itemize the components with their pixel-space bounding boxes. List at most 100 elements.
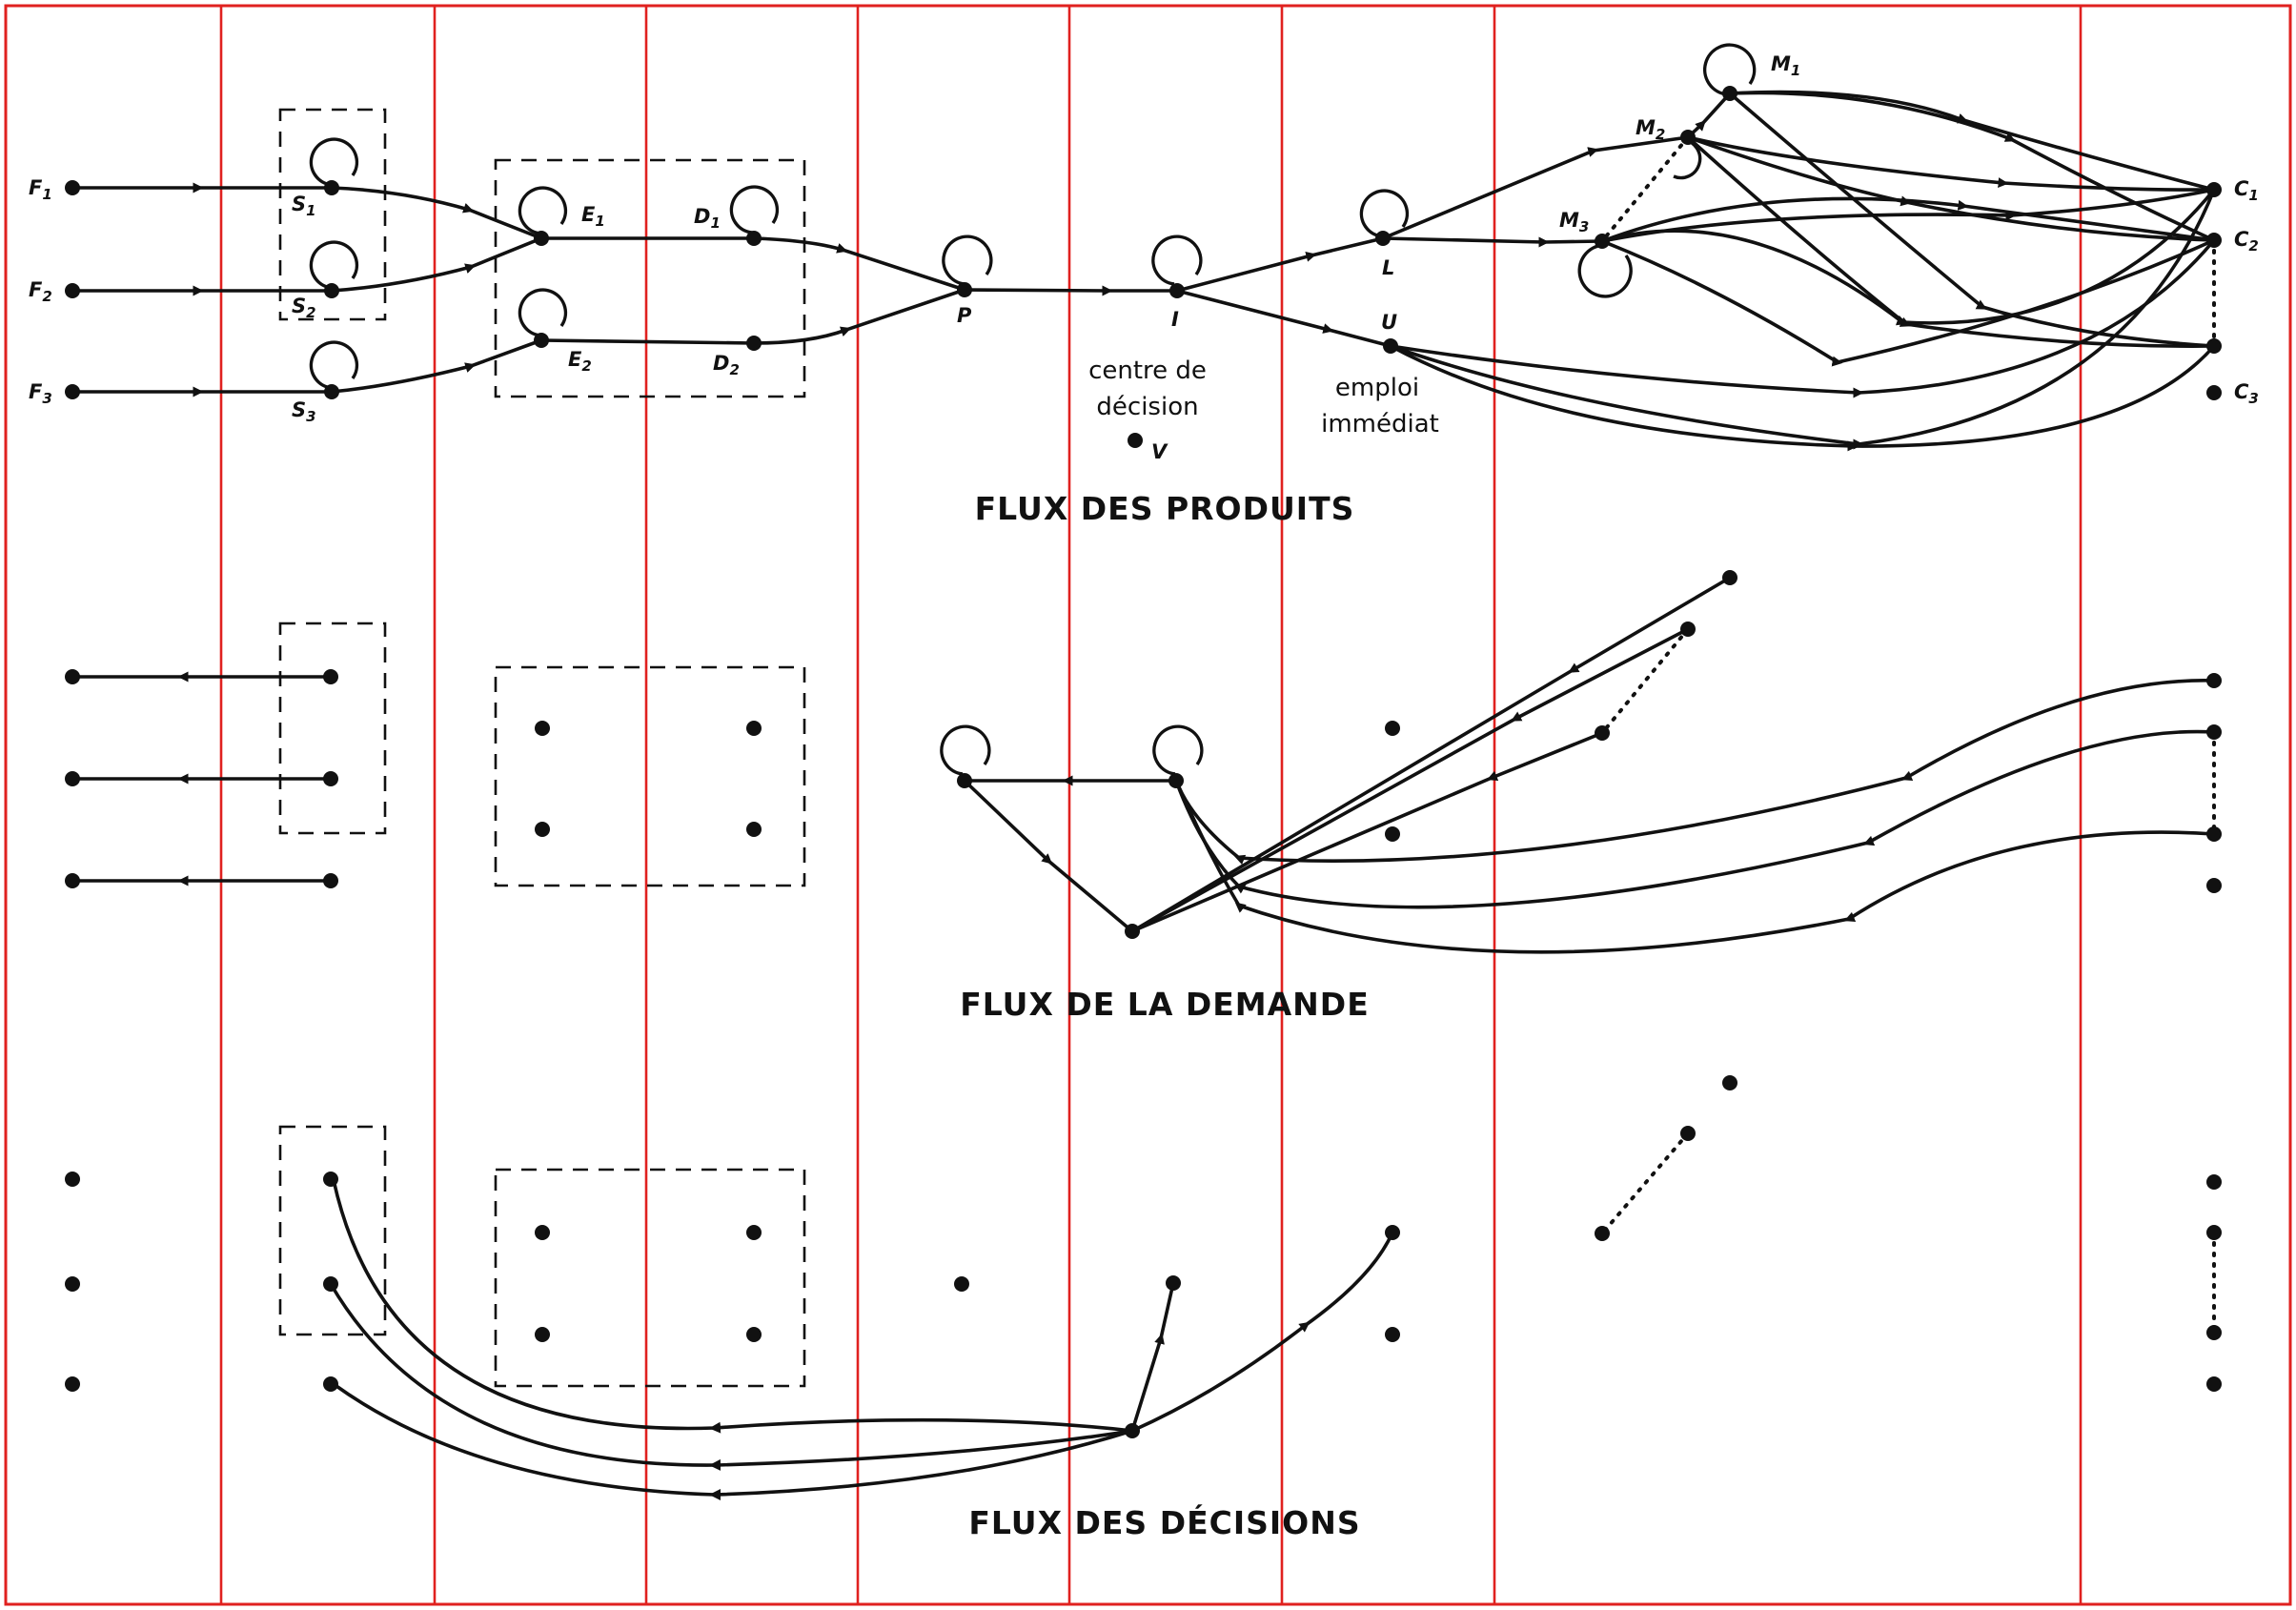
node-f3 [65, 873, 80, 888]
self-loop-m3 [1577, 243, 1633, 298]
node-e1 [535, 721, 550, 736]
node-d1 [746, 231, 762, 246]
label-l: L [1382, 256, 1394, 279]
node-v [1125, 1423, 1140, 1438]
label-s2: S2 [292, 295, 316, 321]
label-s3: S3 [292, 398, 316, 425]
node-l [1375, 231, 1391, 246]
node-i [1169, 283, 1185, 298]
dotted-m2-m3 [1600, 627, 1690, 735]
node-e2 [535, 1327, 550, 1342]
node-v [1125, 924, 1140, 939]
node-m1 [1722, 1075, 1737, 1090]
edge-v-l [1131, 1232, 1394, 1433]
self-loop-d1 [729, 185, 780, 234]
node-p [957, 282, 972, 297]
edge-d2-p [753, 288, 965, 345]
node-e2 [534, 333, 549, 348]
label-v: V [1151, 440, 1168, 463]
heading-flux-produits: FLUX DES PRODUITS [975, 490, 1355, 527]
edge-p-v [963, 779, 1134, 933]
edge-c3-i [1174, 780, 2215, 954]
node-c1 [2206, 182, 2222, 197]
node-c3 [2206, 385, 2222, 400]
edge-s2-e1 [331, 236, 542, 293]
edge-v-s3 [332, 1382, 1133, 1501]
node-d1 [746, 721, 762, 736]
node-e2 [535, 822, 550, 837]
edge-m3-c1b [1601, 188, 2216, 326]
self-loop-s1 [309, 137, 359, 187]
node-c2b [2206, 1325, 2222, 1340]
node-f2 [65, 771, 80, 786]
node-p [954, 1276, 969, 1292]
node-s2 [323, 771, 338, 786]
edge-m2-c2 [1687, 135, 2215, 242]
node-s1 [323, 1172, 338, 1187]
node-s2 [323, 1276, 338, 1292]
distribution-group-box [494, 665, 806, 887]
product-flow-section: F1 F2 F3 S1 S2 S3 E1 E2 D1 D2 P I V L U … [29, 43, 2259, 527]
node-e1 [535, 1225, 550, 1240]
dotted-m2-m3 [1600, 135, 1690, 243]
self-loop-i [1152, 724, 1204, 776]
heading-flux-decisions: FLUX DES DÉCISIONS [968, 1503, 1360, 1541]
demand-nodes [65, 570, 2222, 939]
edge-m1-c3b [1728, 92, 2215, 348]
node-i [1168, 773, 1184, 788]
note-emploi-line1: emploi [1335, 374, 1419, 402]
label-d1: D1 [694, 205, 721, 232]
label-e1: E1 [581, 203, 605, 230]
node-e1 [534, 231, 549, 246]
node-c1 [2206, 673, 2222, 688]
node-m1 [1722, 570, 1737, 585]
node-c3 [2206, 878, 2222, 893]
edge-u-c2 [1390, 238, 2216, 398]
outer-frame [4, 4, 2292, 1606]
label-u: U [1381, 311, 1397, 334]
edge-m2-m1 [1686, 92, 1732, 139]
product-edges [72, 90, 2216, 452]
edge-i-l [1176, 236, 1384, 293]
edge-m1-c1 [1729, 90, 2215, 192]
node-s1 [323, 669, 338, 684]
dotted-m2-m3 [1600, 1131, 1690, 1235]
decision-nodes [65, 1075, 2222, 1438]
note-emploi-line2: immédiat [1321, 410, 1439, 438]
stock-group-box [278, 1125, 387, 1336]
node-s3 [323, 1376, 338, 1392]
node-s3 [323, 873, 338, 888]
heading-flux-demande: FLUX DE LA DEMANDE [960, 986, 1369, 1023]
node-c2 [2206, 724, 2222, 740]
node-m2 [1680, 1126, 1696, 1141]
node-c2 [2206, 233, 2222, 248]
node-d2 [746, 336, 762, 351]
edge-s3-e2 [331, 338, 542, 394]
self-loop-s2 [309, 240, 359, 290]
edge-l-m2 [1382, 135, 1689, 240]
edge-v-s1 [332, 1179, 1133, 1434]
node-f1 [65, 1172, 80, 1187]
edge-u-c3b [1390, 344, 2216, 452]
distribution-group-box [494, 1168, 806, 1388]
node-c2 [2206, 1225, 2222, 1240]
node-d1 [746, 1225, 762, 1240]
label-d2: D2 [713, 352, 740, 378]
node-m3 [1595, 1226, 1610, 1241]
decision-edges [329, 1131, 2216, 1501]
label-m3: M3 [1559, 209, 1589, 235]
edge-m2-v [1131, 627, 1689, 933]
demand-flow-section: FLUX DE LA DEMANDE [65, 570, 2222, 1023]
stock-group-box [278, 108, 387, 321]
edge-m3-c2b [1601, 238, 2215, 367]
label-f1: F1 [29, 176, 52, 203]
label-m2: M2 [1636, 116, 1665, 143]
edge-i-u [1176, 289, 1392, 348]
node-p [957, 773, 972, 788]
edge-e2-d2 [540, 338, 755, 345]
label-m1: M1 [1771, 52, 1800, 79]
label-i: I [1171, 308, 1179, 331]
node-m2 [1680, 622, 1696, 637]
label-c2: C2 [2234, 228, 2259, 255]
